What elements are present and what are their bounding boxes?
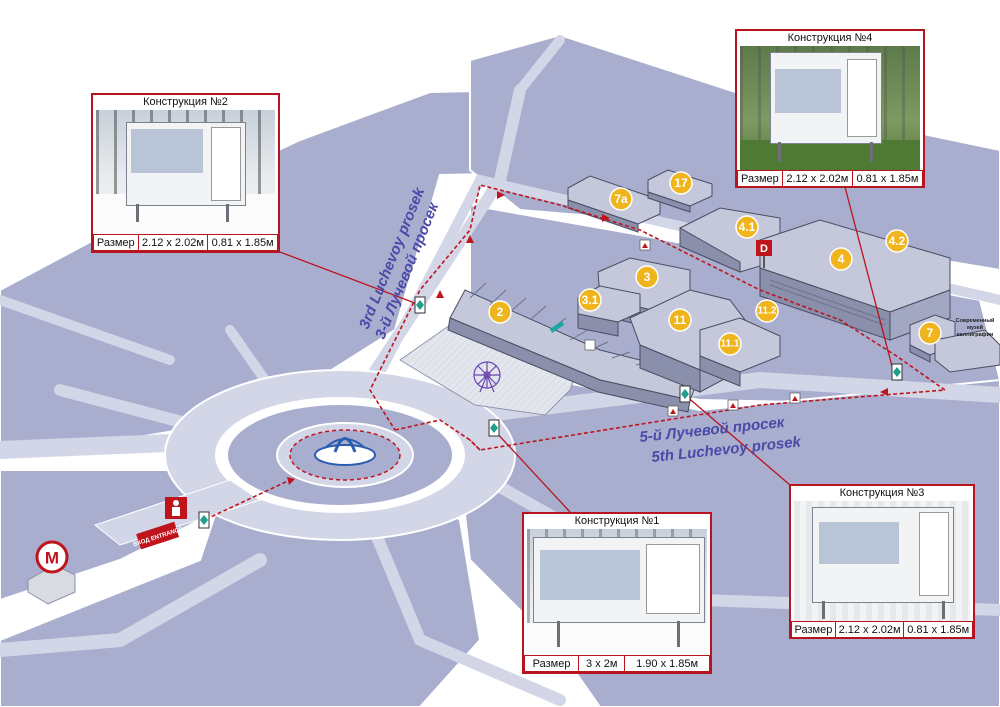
dimensions: 3 x 2м xyxy=(578,655,626,672)
construction-4-card: Конструкция №4 Размер 2.12 x 2.02м 0.81 … xyxy=(735,29,925,188)
badge-7a: 7a xyxy=(609,187,633,211)
billboard xyxy=(126,122,246,206)
card-title: Конструкция №1 xyxy=(574,515,660,527)
badge-4-1: 4.1 xyxy=(735,215,759,239)
sign-markers xyxy=(198,296,903,529)
route-arrows xyxy=(287,191,888,485)
dimensions: 2.12 x 2.02м xyxy=(137,234,209,251)
construction-3-card: Конструкция №3 Размер 2.12 x 2.02м 0.81 … xyxy=(789,484,975,639)
billboard xyxy=(812,507,954,603)
blank-panel xyxy=(646,544,700,614)
metro-icon: М xyxy=(27,540,76,605)
badge-4-2: 4.2 xyxy=(885,229,909,253)
svg-text:каллиграфии: каллиграфии xyxy=(957,331,993,338)
badge-3-1: 3.1 xyxy=(578,288,602,312)
ferris-wheel-icon xyxy=(473,361,501,393)
construction-2-photo xyxy=(96,110,275,234)
dimensions: 2.12 x 2.02м xyxy=(834,621,905,638)
dimensions: 2.12 x 2.02м xyxy=(781,170,853,187)
svg-text:7a: 7a xyxy=(614,192,628,206)
museum-label: Современный музей каллиграфии xyxy=(956,317,995,338)
svg-text:музей: музей xyxy=(967,324,983,331)
leader-lines xyxy=(279,186,894,513)
size-label: Размер xyxy=(791,621,836,638)
billboard xyxy=(533,537,705,623)
svg-text:М: М xyxy=(45,549,59,568)
blank-panel xyxy=(211,127,241,201)
svg-text:4: 4 xyxy=(838,252,845,266)
card-title: Конструкция №2 xyxy=(143,96,228,108)
badge-11-1: 11.1 xyxy=(718,332,742,356)
badge-3: 3 xyxy=(635,265,659,289)
parking-icon: D xyxy=(756,240,772,268)
walking-route xyxy=(199,184,948,523)
blank-panel xyxy=(847,59,877,137)
size-label: Размер xyxy=(93,234,139,251)
construction-1-card: Конструкция №1 Размер 3 x 2м 1.90 x 1.85… xyxy=(522,512,712,674)
pavilion-2 xyxy=(447,282,701,413)
blank-dimensions: 1.90 x 1.85м xyxy=(624,655,710,672)
construction-2-specs: Размер 2.12 x 2.02м 0.81 x 1.85м xyxy=(93,234,278,251)
badge-2: 2 xyxy=(488,300,512,324)
small-flag-marks-red xyxy=(642,243,798,414)
svg-text:3.1: 3.1 xyxy=(582,293,599,307)
badge-11-2: 11.2 xyxy=(755,299,779,323)
svg-text:4.2: 4.2 xyxy=(889,234,906,248)
parking-letter: D xyxy=(760,243,768,255)
construction-4-photo xyxy=(740,46,920,170)
entrance-person-icon xyxy=(165,497,187,519)
size-label: Размер xyxy=(523,655,580,672)
badge-11: 11 xyxy=(668,308,692,332)
badge-7: 7 xyxy=(918,321,942,345)
card-title: Конструкция №4 xyxy=(787,32,873,44)
museum-building xyxy=(934,329,1000,373)
svg-text:7: 7 xyxy=(927,326,934,340)
badge-17: 17 xyxy=(669,171,693,195)
construction-3-specs: Размер 2.12 x 2.02м 0.81 x 1.85м xyxy=(791,621,973,638)
construction-4-specs: Размер 2.12 x 2.02м 0.81 x 1.85м xyxy=(737,170,924,187)
svg-text:Современный: Современный xyxy=(956,317,995,324)
blank-dimensions: 0.81 x 1.85м xyxy=(207,234,278,251)
svg-text:17: 17 xyxy=(674,176,688,190)
svg-text:4.1: 4.1 xyxy=(739,220,756,234)
svg-text:11: 11 xyxy=(674,313,687,327)
badge-4: 4 xyxy=(829,247,853,271)
svg-text:11.2: 11.2 xyxy=(758,306,777,317)
construction-3-photo xyxy=(794,501,970,621)
building-badges: 7a 17 4.1 4.2 4 3 3.1 2 11 11.2 11.1 7 xyxy=(488,171,942,356)
construction-1-specs: Размер 3 x 2м 1.90 x 1.85м xyxy=(523,655,710,672)
svg-text:2: 2 xyxy=(497,305,504,319)
card-title: Конструкция №3 xyxy=(839,487,925,499)
blank-panel xyxy=(919,512,949,596)
svg-text:11.1: 11.1 xyxy=(721,339,740,350)
billboard xyxy=(770,52,882,144)
svg-text:3: 3 xyxy=(644,270,651,284)
construction-2-card: Конструкция №2 Размер 2.12 x 2.02м 0.81 … xyxy=(91,93,280,253)
blank-dimensions: 0.81 x 1.85м xyxy=(851,170,924,187)
size-label: Размер xyxy=(737,170,783,187)
blank-dimensions: 0.81 x 1.85м xyxy=(903,621,973,638)
construction-1-photo xyxy=(527,529,707,655)
fountain-icon xyxy=(314,437,376,466)
